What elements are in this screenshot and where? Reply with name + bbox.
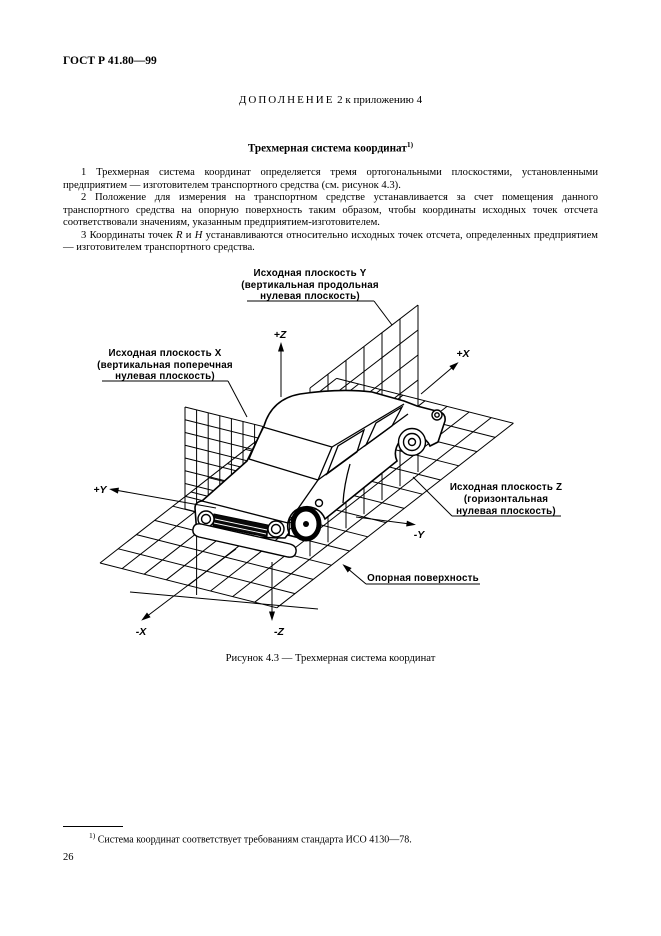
car-front-wheel-hub bbox=[303, 521, 309, 527]
axis-label-minus-y: -Y bbox=[414, 529, 425, 541]
car-front-bumper bbox=[192, 523, 297, 558]
label-plane-y-line2: (вертикальная продольная bbox=[241, 280, 379, 291]
label-plane-z-line3: нулевая плоскость) bbox=[456, 506, 556, 517]
label-plane-x-line2: (вертикальная поперечная bbox=[97, 360, 233, 371]
label-plane-z-line1: Исходная плоскость Z bbox=[450, 482, 562, 493]
car-body-outline bbox=[194, 389, 446, 539]
supplement-word: ДОПОЛНЕНИЕ bbox=[238, 94, 335, 106]
car-grille-slats bbox=[213, 518, 268, 535]
paragraph-3: 3 Координаты точек R и H устанавливаются… bbox=[63, 229, 599, 254]
axis-label-plus-z: +Z bbox=[274, 329, 287, 341]
axis-label-plus-y: +Y bbox=[93, 484, 107, 496]
car-front-face-top-edge bbox=[201, 500, 289, 524]
supplement-heading: ДОПОЛНЕНИЕ 2 к приложению 4 bbox=[0, 94, 661, 106]
car-drawing bbox=[192, 389, 446, 558]
page-title: Трехмерная система координат1) bbox=[247, 140, 414, 155]
figure-caption: Рисунок 4.3 — Трехмерная система координ… bbox=[225, 653, 436, 664]
car-front-door-window bbox=[325, 428, 366, 476]
axes bbox=[109, 342, 459, 621]
car-door-shutline bbox=[342, 463, 351, 504]
car-far-rear-wheel-hub bbox=[434, 412, 440, 418]
page-number: 26 bbox=[63, 852, 74, 863]
label-plane-y-line1: Исходная плоскость Y bbox=[254, 268, 367, 279]
label-plane-x-line1: Исходная плоскость X bbox=[109, 348, 222, 359]
car-right-headlight-lens bbox=[270, 523, 282, 535]
label-plane-z-line2: (горизонтальная bbox=[464, 494, 548, 505]
car-left-headlight-lens bbox=[200, 513, 212, 525]
paragraph-1: 1 Трехмерная система координат определяе… bbox=[63, 167, 598, 191]
axis-label-minus-x: -X bbox=[136, 626, 147, 638]
label-plane-x-line3: нулевая плоскость) bbox=[115, 371, 215, 382]
paragraph-2: 2 Положение для измерения на транспортно… bbox=[63, 192, 598, 228]
body-text: 1 Трехмерная система координат определяе… bbox=[63, 167, 598, 255]
label-plane-y-line3: нулевая плоскость) bbox=[260, 291, 360, 302]
supplement-rest: 2 к приложению 4 bbox=[337, 94, 423, 106]
figure-labels: Исходная плоскость Y (вертикальная продо… bbox=[93, 268, 562, 638]
car-far-headlight bbox=[314, 498, 324, 508]
footnote-rule bbox=[63, 826, 123, 827]
car-drip-line bbox=[331, 403, 405, 448]
axis-label-plus-x: +X bbox=[456, 348, 470, 360]
footnote: 1) Система координат соответствует требо… bbox=[89, 831, 412, 846]
footnote-ref-mark: 1) bbox=[406, 140, 414, 149]
doc-code: ГОСТ Р 41.80—99 bbox=[63, 55, 157, 67]
car-rear-door-window bbox=[364, 405, 404, 447]
axis-label-minus-z: -Z bbox=[274, 626, 284, 638]
leader-lines bbox=[102, 300, 561, 585]
car-rear-wheel-hub bbox=[407, 437, 417, 447]
label-support-surface: Опорная поверхность bbox=[367, 573, 479, 584]
